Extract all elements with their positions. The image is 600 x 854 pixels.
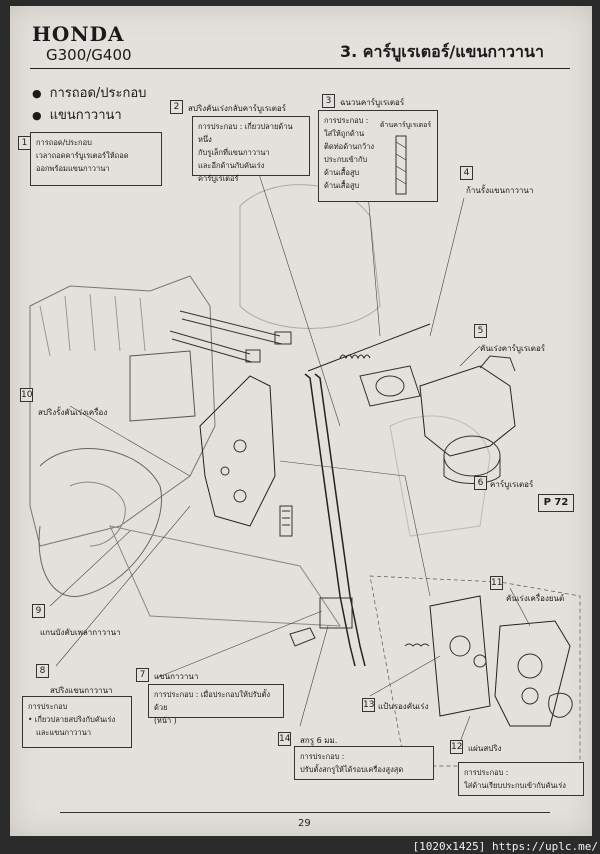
callout-number-13: 13: [362, 698, 375, 712]
callout-number-7: 7: [136, 668, 149, 682]
callout-8-line: การประกอบ: [28, 702, 68, 711]
model-name: G300/G400: [46, 46, 132, 64]
callout-3-label: ฉนวนคาร์บูเรเตอร์: [340, 98, 405, 107]
callout-2-line: การประกอบ : เกี่ยวปลายด้านหนึ่ง: [198, 122, 293, 144]
callout-3-line: ประกบเข้ากับ: [324, 155, 368, 164]
callout-14-label: สกรู 6 มม.: [300, 736, 338, 745]
callout-2-line: กับรูเล็กที่แขนกาวานา: [198, 148, 270, 157]
callout-7-line: (หน้า ): [154, 716, 177, 725]
callout-7-line: การประกอบ : เมื่อประกอบให้ปรับตั้งด้วย: [154, 690, 271, 712]
topic-governor-arm: แขนกาวานา: [32, 104, 122, 125]
callout-number-14: 14: [278, 732, 291, 746]
exploded-diagram: [29, 145, 581, 767]
callout-12-box: การประกอบ : ใส่ด้านเรียบประกบเข้ากับคันเ…: [458, 762, 584, 796]
header-rule: [30, 68, 570, 69]
callout-7-box: การประกอบ : เมื่อประกอบให้ปรับตั้งด้วย (…: [148, 684, 284, 725]
callout-14-box: การประกอบ : ปรับตั้งสกรูให้ได้รอบเครื่อง…: [294, 746, 434, 780]
insulator-section-icon: [395, 135, 407, 195]
callout-7-label: แขนกาวานา: [154, 672, 199, 681]
callout-3-side-label: ด้านคาร์บูเรเตอร์: [380, 121, 432, 129]
callout-number-2: 2: [170, 100, 183, 114]
manual-page: HONDA G300/G400 3. คาร์บูเรเตอร์/แขนกาวา…: [10, 6, 592, 836]
callout-1-line: เวลาถอดคาร์บูเรเตอร์ให้ถอด: [36, 151, 129, 160]
watermark: [1020x1425] https://uplc.me/: [412, 840, 598, 853]
callout-number-1: 1: [18, 136, 31, 150]
callout-3-line: ด้านเสื้อสูบ: [324, 168, 360, 177]
callout-8-box: การประกอบ • เกี่ยวปลายสปริงกับคันเร่ง แล…: [22, 696, 132, 748]
callout-4-label: ก้านรั้งแขนกาวานา: [466, 186, 534, 195]
callout-number-11: 11: [490, 576, 503, 590]
callout-12-line: การประกอบ :: [464, 768, 509, 777]
page-number: 29: [298, 818, 311, 829]
callout-14-line: การประกอบ :: [300, 752, 345, 761]
callout-12-label: แผ่นสปริง: [468, 744, 502, 753]
callout-3-line: ใส่ให้ถูกด้าน: [324, 129, 365, 138]
callout-1-box: การถอด/ประกอบ เวลาถอดคาร์บูเรเตอร์ให้ถอด…: [30, 132, 162, 186]
section-title: 3. คาร์บูเรเตอร์/แขนกาวานา: [340, 42, 544, 61]
callout-3-line: ด้านเสื้อสูบ: [324, 181, 360, 190]
callout-number-3: 3: [322, 94, 335, 108]
footer-rule: [60, 812, 550, 813]
callout-number-6: 6: [474, 476, 487, 490]
brand-logo-text: HONDA: [32, 22, 125, 46]
callout-13-label: แป้นรองคันเร่ง: [378, 702, 429, 711]
callout-8-line: และแขนกาวานา: [36, 728, 92, 737]
callout-8-line: • เกี่ยวปลายสปริงกับคันเร่ง: [28, 715, 116, 724]
callout-3-line: ติดท่อด้านกว้าง: [324, 142, 375, 151]
callout-11-label: คันเร่งเครื่องยนต์: [506, 594, 565, 603]
callout-number-8: 8: [36, 664, 49, 678]
callout-10-label: สปริงรั้งคันเร่งเครื่อง: [38, 408, 108, 417]
callout-1-line: ออกพร้อมแขนกาวานา: [36, 164, 110, 173]
callout-3-box: การประกอบ : ใส่ให้ถูกด้าน ติดท่อด้านกว้า…: [318, 110, 438, 202]
callout-6-label: คาร์บูเรเตอร์: [490, 480, 534, 489]
topic-disassembly: การถอด/ประกอบ: [32, 82, 147, 103]
callout-number-9: 9: [32, 604, 45, 618]
callout-number-12: 12: [450, 740, 463, 754]
callout-number-5: 5: [474, 324, 487, 338]
callout-2-line: และอีกด้านกับคันเร่งคาร์บูเรเตอร์: [198, 161, 265, 183]
callout-number-10: 10: [20, 388, 33, 402]
callout-1-line: การถอด/ประกอบ: [36, 138, 92, 147]
callout-8-label: สปริงแขนกาวานา: [50, 686, 113, 695]
callout-5-label: คันเร่งคาร์บูเรเตอร์: [480, 344, 546, 353]
callout-12-line: ใส่ด้านเรียบประกบเข้ากับคันเร่ง: [464, 781, 566, 790]
callout-number-4: 4: [460, 166, 473, 180]
callout-2-box: การประกอบ : เกี่ยวปลายด้านหนึ่ง กับรูเล็…: [192, 116, 310, 183]
callout-2-label: สปริงคันเร่งกลับคาร์บูเรเตอร์: [188, 104, 287, 113]
callout-3-line: การประกอบ :: [324, 116, 369, 125]
page-reference: P 72: [538, 494, 574, 512]
callout-14-line: ปรับตั้งสกรูให้ได้รอบเครื่องสูงสุด: [300, 765, 404, 774]
callout-9-label: แกนบังคับเพลากาวานา: [40, 628, 121, 637]
